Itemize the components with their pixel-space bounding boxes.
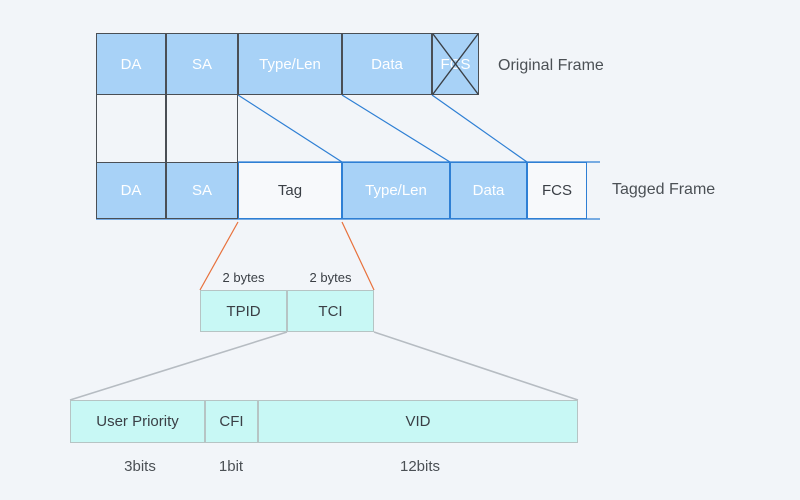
connector-typelen	[237, 94, 343, 163]
field-label: SA	[191, 55, 212, 73]
tagged-frame-field-typelen: Type/Len	[342, 162, 450, 219]
field-label: FCS	[542, 182, 572, 199]
tagged-frame-field-da: DA	[96, 162, 166, 219]
tci-detail-field-user-priority: User Priority	[70, 400, 205, 443]
original-frame-label: Original Frame	[498, 57, 604, 74]
original-frame-field-typelen: Type/Len	[238, 33, 342, 95]
field-label: Data	[472, 182, 505, 199]
connector-tci-right	[373, 331, 579, 401]
original-frame-field-sa: SA	[166, 33, 238, 95]
field-label: DA	[120, 182, 142, 199]
tagged-frame-label: Tagged Frame	[612, 181, 716, 198]
tag-detail-field-tci: TCI	[287, 290, 374, 332]
field-label: DA	[120, 55, 142, 73]
field-label: CFI	[219, 413, 244, 430]
tci-size-label: 2 bytes	[309, 270, 352, 285]
tagged-frame-field-sa: SA	[166, 162, 238, 219]
cfi-size-label: 1bit	[218, 458, 244, 475]
gray-connectors	[69, 331, 579, 401]
user-priority-size-label: 3bits	[124, 458, 156, 475]
connector-data	[341, 94, 451, 163]
orange-connectors	[199, 221, 375, 291]
connector-tag-right	[341, 221, 375, 291]
field-label: Tag	[277, 182, 303, 199]
connector-fcs	[431, 94, 528, 163]
middle-column-da	[96, 95, 166, 162]
tci-detail-field-cfi: CFI	[205, 400, 258, 443]
field-label: TCI	[318, 302, 343, 320]
tagged-frame-field-data: Data	[450, 162, 527, 219]
original-frame-field-data: Data	[342, 33, 432, 95]
field-label: Type/Len	[365, 182, 427, 199]
fcs-crossout-icon	[432, 33, 479, 95]
vid-size-label: 12bits	[399, 458, 441, 475]
original-frame-field-da: DA	[96, 33, 166, 95]
tag-detail-field-tpid: TPID	[200, 290, 287, 332]
field-label: Data	[371, 55, 403, 73]
field-label: Type/Len	[259, 55, 321, 73]
connector-tag-left	[199, 221, 239, 291]
field-label: VID	[405, 413, 431, 430]
tpid-size-label: 2 bytes	[222, 270, 265, 285]
connector-tci-left	[69, 331, 288, 401]
field-label: User Priority	[96, 413, 179, 430]
tagged-frame-field-fcs: FCS	[527, 162, 587, 219]
field-label: TPID	[226, 302, 261, 320]
middle-column-sa	[166, 95, 238, 162]
field-label: SA	[191, 182, 212, 199]
tci-detail-field-vid: VID	[258, 400, 578, 443]
tagged-frame-field-tag: Tag	[238, 162, 342, 219]
